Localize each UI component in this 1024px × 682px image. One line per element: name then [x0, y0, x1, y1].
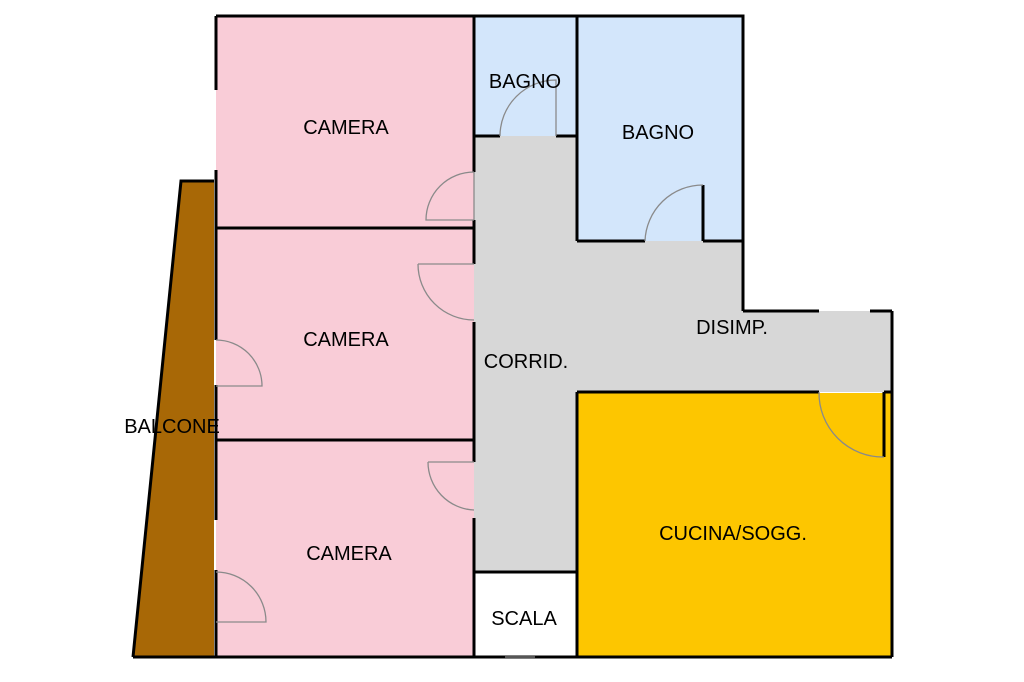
bagno-1-label: BAGNO — [489, 71, 561, 93]
scala-area — [474, 572, 577, 657]
cucina-label: CUCINA/SOGG. — [659, 523, 807, 545]
walls — [131, 14, 894, 659]
balcone-area — [133, 181, 214, 657]
disimpegno-label: DISIMP. — [696, 317, 768, 339]
camera-3-label: CAMERA — [306, 543, 392, 565]
camera-1-label: CAMERA — [303, 117, 389, 139]
doors — [215, 79, 885, 658]
cucina-area — [578, 393, 892, 657]
balcone-label: BALCONE — [124, 416, 220, 438]
camera-3-area — [216, 440, 474, 657]
corridoio-label: CORRID. — [484, 351, 568, 373]
scala-label: SCALA — [491, 608, 557, 630]
corridoio-area — [474, 136, 892, 572]
bagno-1-area — [474, 16, 577, 136]
camera-2-area — [216, 228, 474, 440]
camera-1-area — [216, 16, 474, 228]
camera-2-label: CAMERA — [303, 329, 389, 351]
bagno-2-label: BAGNO — [622, 122, 694, 144]
